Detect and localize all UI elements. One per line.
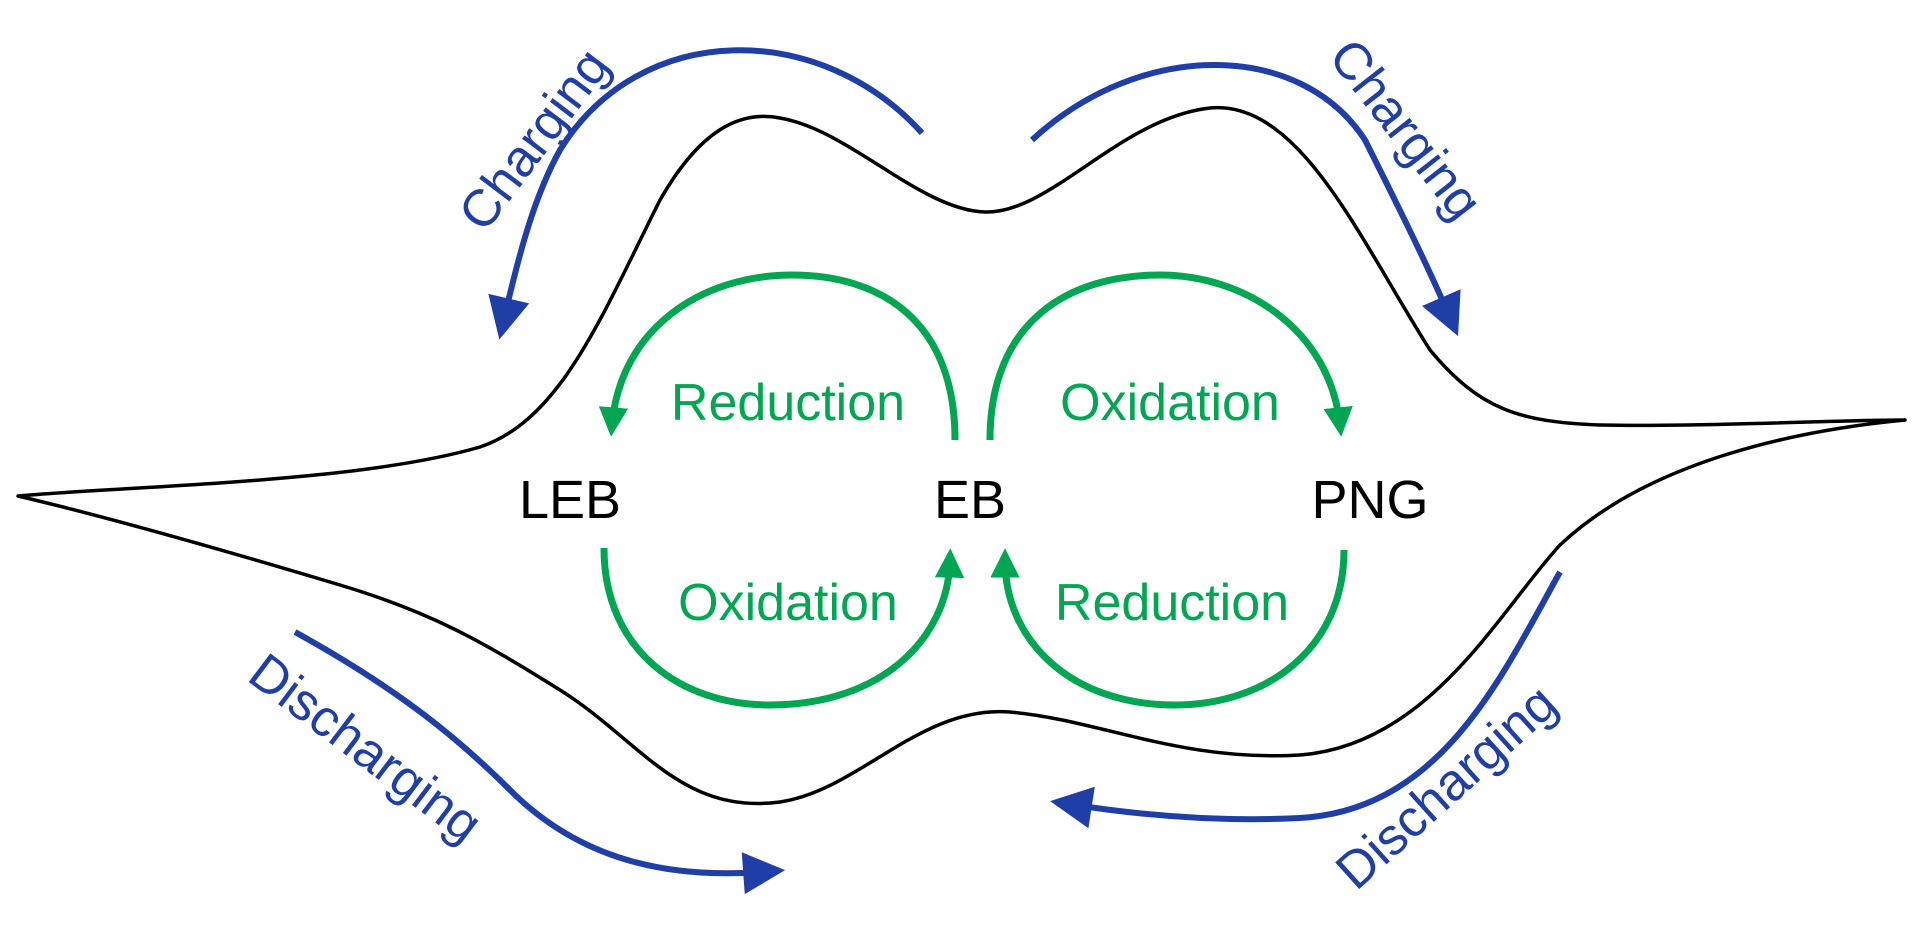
state-label-leb: LEB [519, 470, 621, 530]
discharging-arrow-left [293, 629, 786, 895]
reduction-arrow-upper-left [598, 271, 959, 441]
flow-label-discharging-right: Discharging [1325, 674, 1568, 901]
state-label-png: PNG [1311, 470, 1428, 530]
discharging-arrow-right [1050, 570, 1563, 829]
charging-arrow-left [488, 47, 925, 340]
reaction-label-lower-right: Reduction [1055, 574, 1289, 632]
reaction-label-lower-left: Oxidation [678, 574, 898, 632]
state-label-eb: EB [934, 470, 1006, 530]
charging-arrow-right [1029, 62, 1461, 337]
reduction-arrow-lower-right [990, 548, 1348, 709]
reaction-label-upper-right: Oxidation [1060, 374, 1280, 432]
flow-label-charging-right: Charging [1318, 29, 1494, 231]
cv-curve [16, 106, 1907, 806]
oxidation-arrow-upper-right [986, 271, 1353, 441]
oxidation-arrow-lower-left [600, 547, 965, 709]
reaction-label-upper-left: Reduction [671, 374, 905, 432]
